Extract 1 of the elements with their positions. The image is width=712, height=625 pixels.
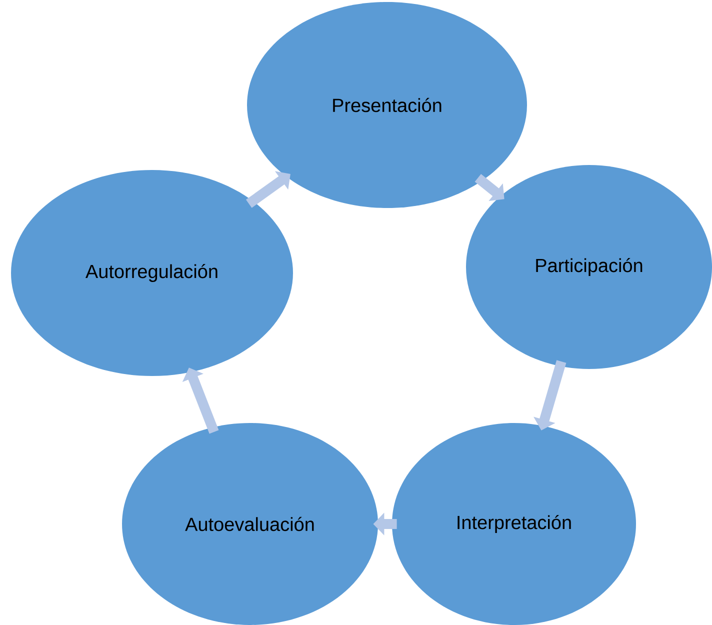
block-arrow [246,171,290,208]
